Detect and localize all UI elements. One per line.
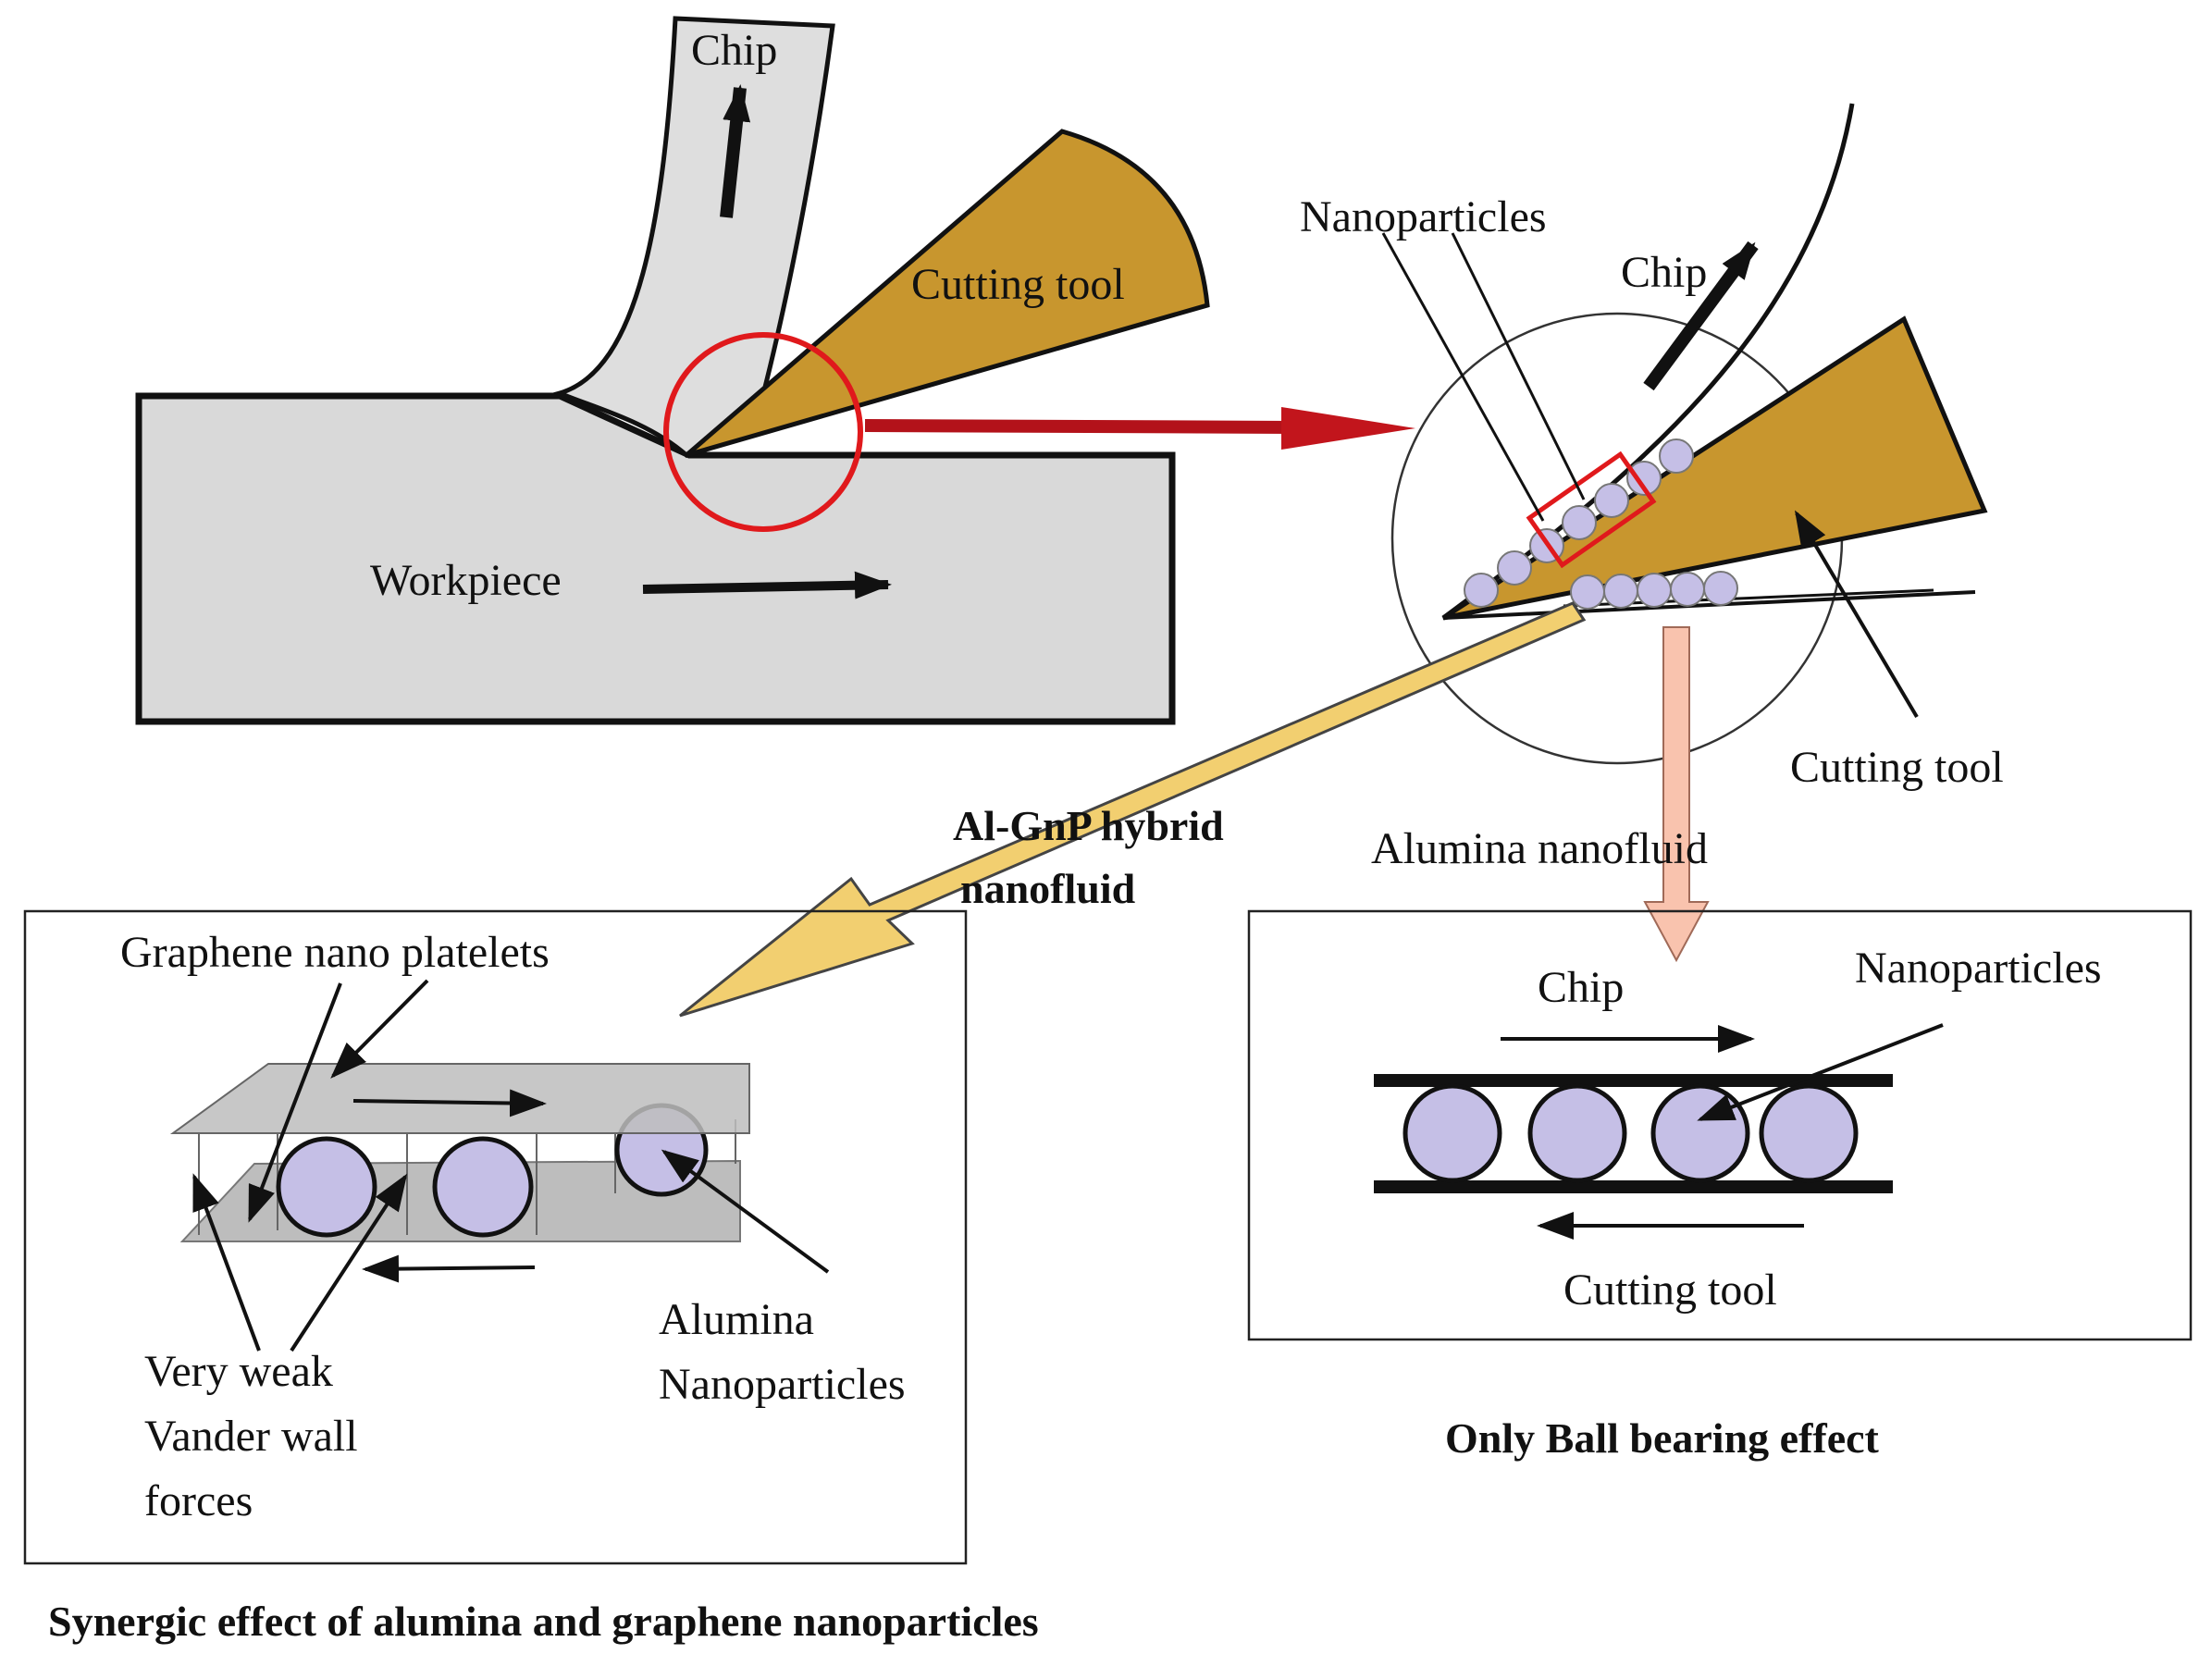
zoom-flank-nanoparticles (1570, 571, 1738, 610)
cutting-tool-label: Cutting tool (911, 260, 1125, 309)
chip-body (552, 16, 835, 459)
vdw-pointer-left (192, 1173, 261, 1352)
ball-nanoparticles (1403, 1083, 1859, 1183)
hybrid-label-line1: Al-GnP hybrid (953, 802, 1224, 849)
vdw-pointer-right (290, 1173, 408, 1352)
zoomed-contact-zone: Nanoparticles Chip Cutting tool Al-GnP h… (679, 103, 2004, 1018)
alumina-label-line1: Alumina (659, 1295, 814, 1344)
zoom-workpiece-line (1442, 590, 1976, 620)
hybrid-panel: Graphene nano platelets Very weak Vander… (23, 909, 1039, 1645)
alumina-nanofluid-label: Alumina nanofluid (1371, 824, 1708, 873)
ball-nanoparticles-pointer (1697, 1023, 1944, 1121)
ball-bearing-panel: Chip Nanoparticles Cutting tool Only Bal… (1247, 909, 2193, 1462)
workpiece-label: Workpiece (370, 556, 562, 605)
vdw-label-line2: Vander wall (144, 1412, 358, 1461)
zoom-chip-arrow (1643, 241, 1759, 391)
ball-nanoparticles-label: Nanoparticles (1855, 944, 2102, 993)
graphene-pointer-top (330, 979, 429, 1079)
ball-panel-frame (1247, 909, 2193, 1341)
graphene-pointer-bottom (248, 982, 342, 1223)
cutting-tool-body (685, 129, 1210, 458)
workpiece-body (135, 392, 1176, 725)
graphene-platelet-top (169, 1063, 750, 1134)
cutting-zone-highlight-circle (663, 332, 863, 532)
zoom-nanoparticles-label: Nanoparticles (1300, 192, 1547, 241)
main-cutting-scene: Chip Cutting tool Workpiece (135, 16, 1415, 725)
chip-label: Chip (691, 26, 777, 75)
zoom-cutting-tool-label: Cutting tool (1790, 743, 2004, 792)
chip-flow-arrow (720, 84, 751, 218)
hybrid-caption: Synergic effect of alumina and graphene … (48, 1598, 1039, 1645)
hybrid-nanofluid-arrow (679, 601, 1587, 1018)
zoom-tool-pointer (1794, 510, 1919, 719)
ball-chip-label: Chip (1538, 963, 1624, 1012)
zoom-detail-box (1526, 451, 1657, 569)
vdw-label-line1: Very weak (144, 1347, 333, 1396)
zoom-chip-label: Chip (1621, 248, 1707, 297)
workpiece-motion-arrow (642, 571, 892, 599)
vdw-label-line3: forces (144, 1476, 253, 1525)
ball-caption: Only Ball bearing effect (1445, 1414, 1880, 1462)
alumina-label-line2: Nanoparticles (659, 1360, 906, 1409)
alumina-pointer (661, 1149, 830, 1274)
hybrid-label-line2: nanofluid (960, 865, 1136, 912)
zoom-transfer-arrow (864, 407, 1415, 450)
alumina-nanofluid-arrow (1643, 626, 1710, 963)
graphene-label: Graphene nano platelets (120, 928, 550, 977)
hybrid-panel-frame (23, 909, 968, 1565)
ball-cutting-tool-label: Cutting tool (1563, 1265, 1777, 1315)
